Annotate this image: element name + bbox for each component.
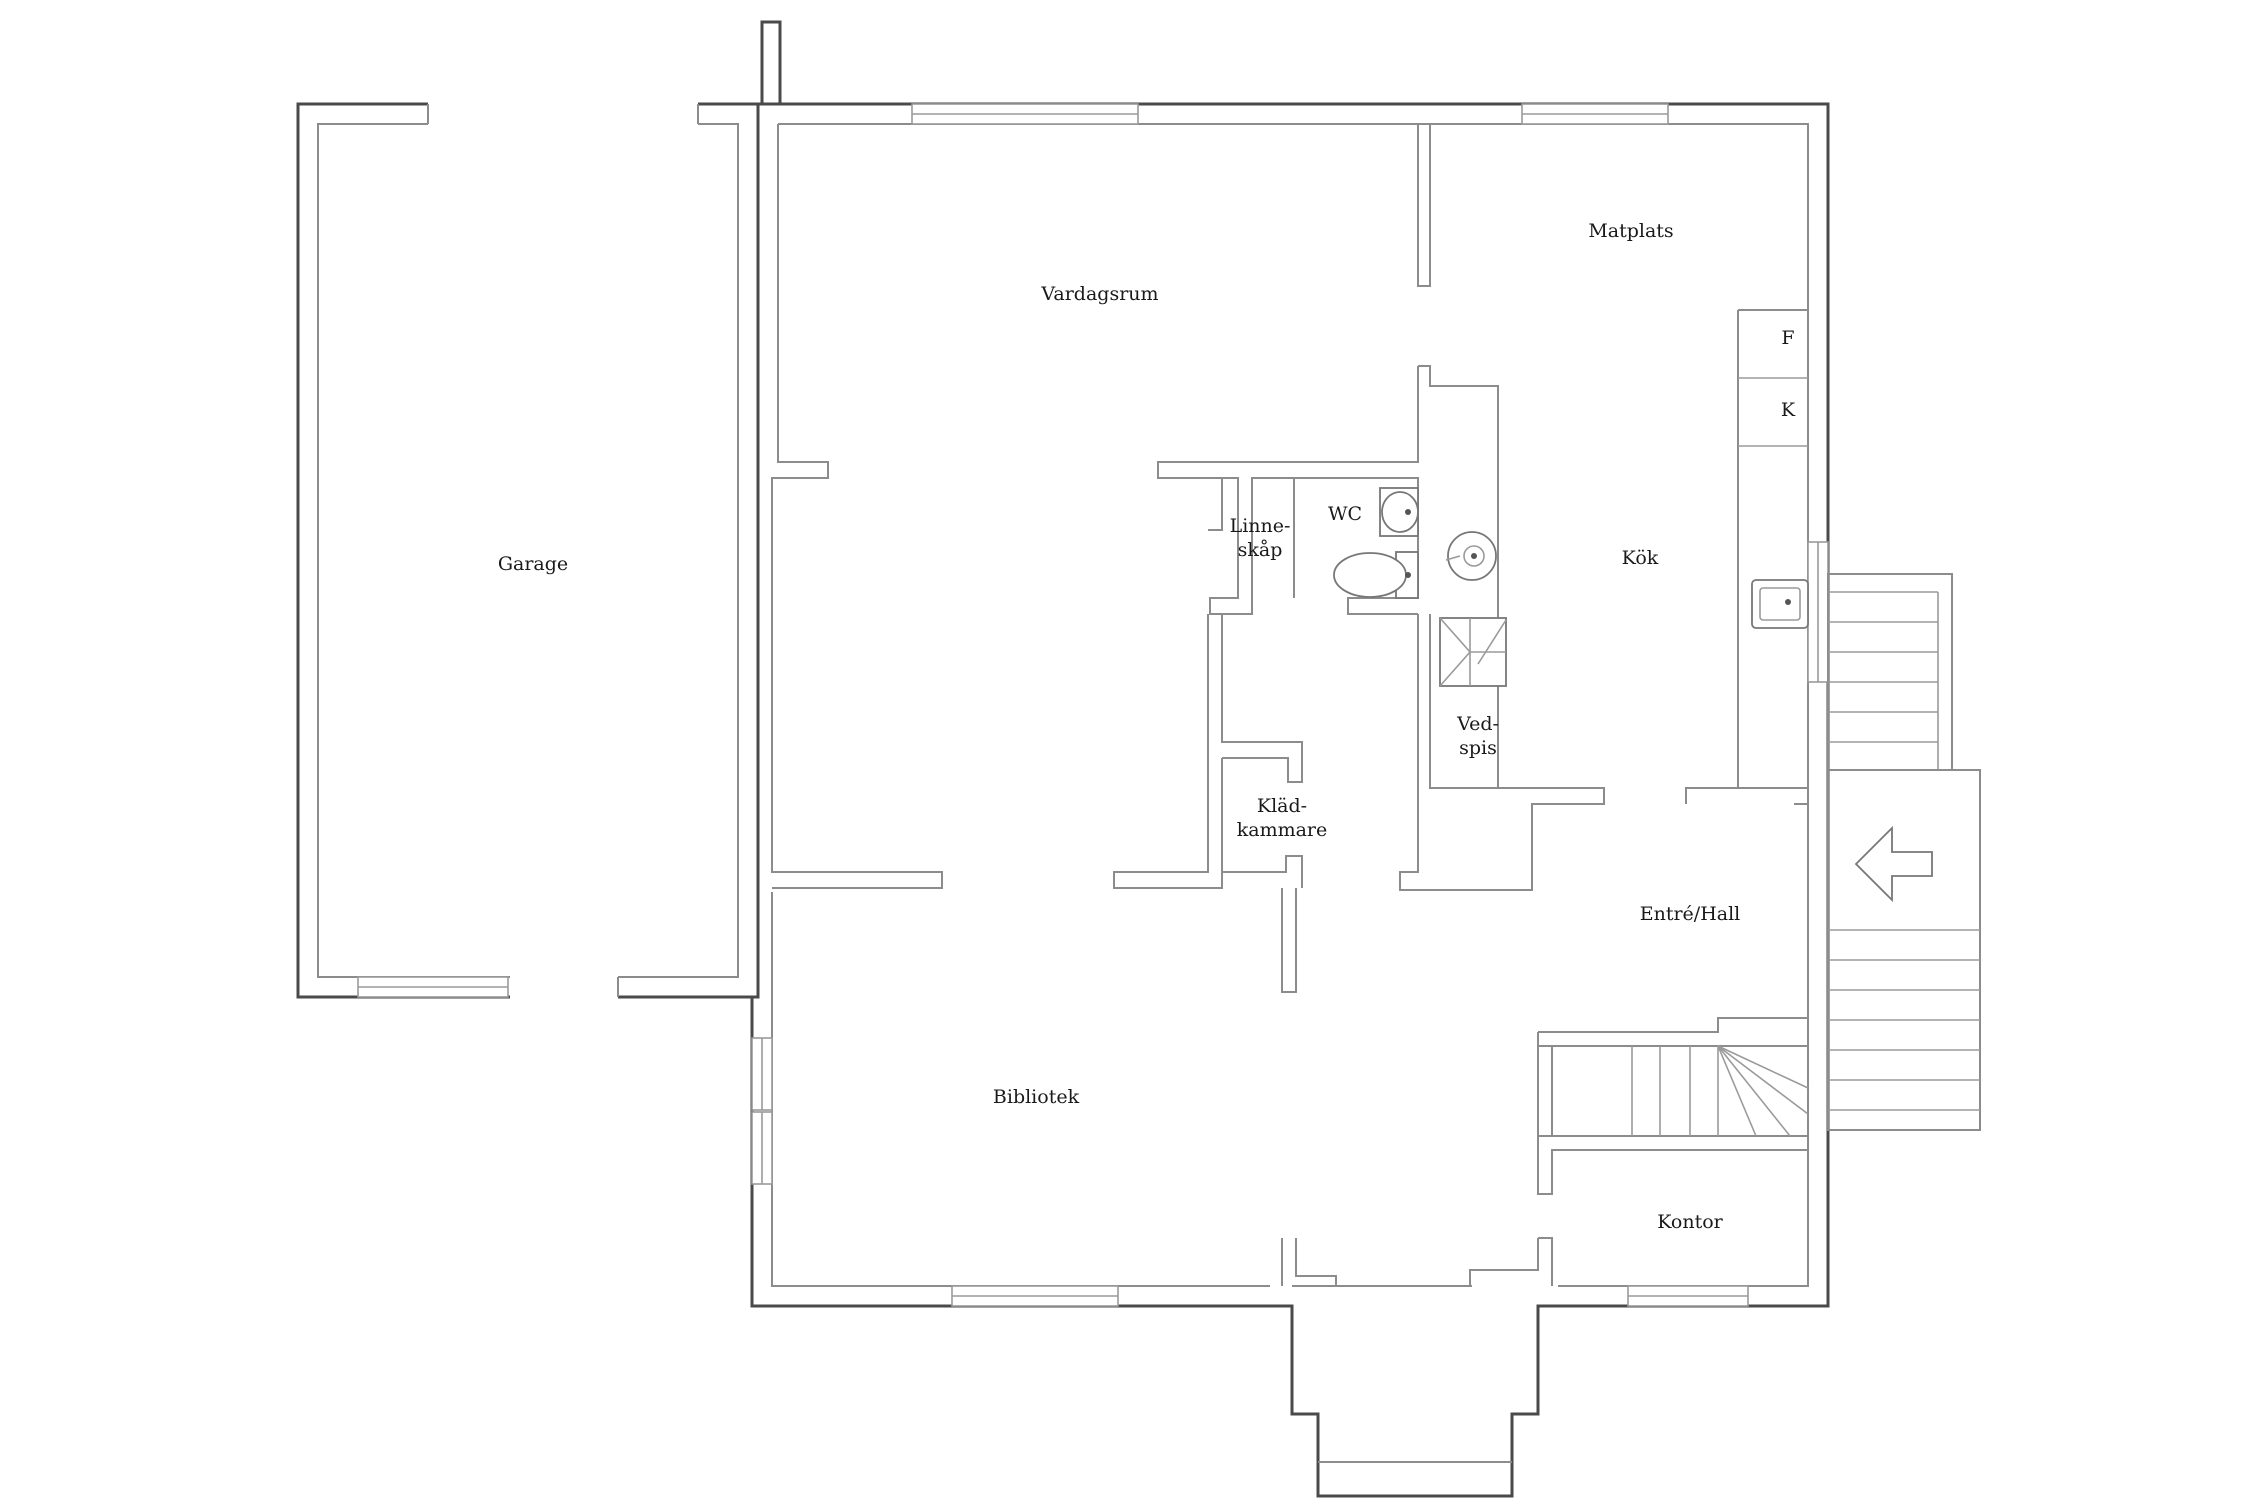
label-entre-hall: Entré/Hall [1640, 903, 1741, 925]
label-linneskap-1: Linne- [1230, 515, 1291, 537]
chimney [760, 20, 782, 106]
interior-staircase [1631, 1045, 1809, 1137]
entrance-arrow-icon [1854, 825, 1933, 903]
label-freezer: F [1781, 327, 1794, 349]
exterior-stairs-upper [1827, 573, 1953, 771]
label-wc: WC [1328, 503, 1362, 525]
label-matplats: Matplats [1588, 220, 1673, 242]
label-bibliotek: Bibliotek [993, 1086, 1080, 1108]
label-kladkammare-1: Kläd- [1257, 795, 1307, 817]
label-fridge: K [1781, 399, 1796, 421]
label-vedspis-2: spis [1459, 737, 1497, 759]
wood-stove-icon [1439, 617, 1507, 687]
label-vedspis-1: Ved- [1456, 713, 1499, 735]
label-vardagsrum: Vardagsrum [1040, 283, 1158, 305]
round-basin-icon [1445, 531, 1497, 581]
washbasin-icon [1379, 487, 1419, 537]
toilet-icon [1333, 551, 1419, 599]
room-labels: Garage Vardagsrum Matplats Kök Linne- sk… [498, 220, 1796, 1233]
label-kladkammare-2: kammare [1237, 819, 1328, 841]
interior-walls [771, 124, 1809, 1286]
entrance-landing [1827, 769, 1981, 1131]
label-kok: Kök [1622, 547, 1659, 569]
house-outer-walls [750, 102, 1830, 1498]
label-garage: Garage [498, 553, 568, 575]
garage-walls [296, 101, 760, 1000]
label-linneskap-2: skåp [1238, 539, 1283, 561]
sink-icon [1751, 579, 1809, 629]
label-kontor: Kontor [1657, 1211, 1723, 1233]
